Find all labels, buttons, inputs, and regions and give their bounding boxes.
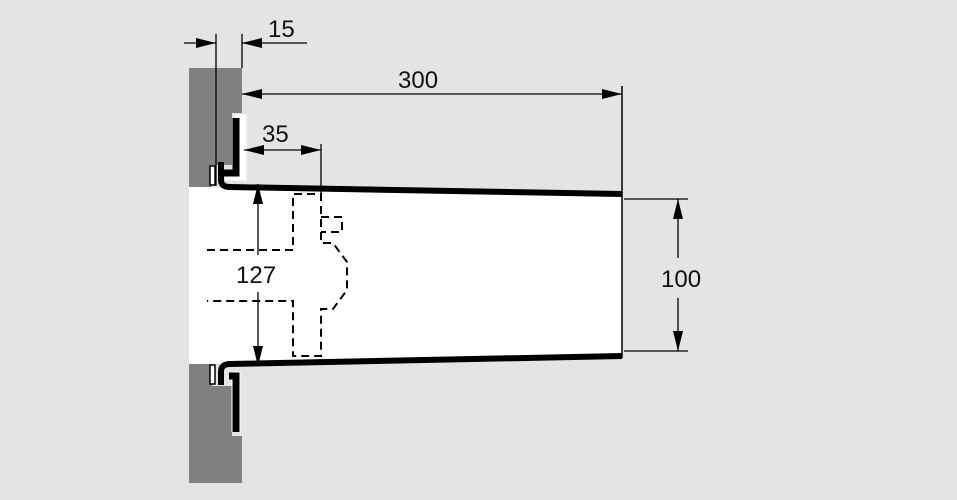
dimension-label-15: 15: [268, 16, 295, 43]
dimension-label-127: 127: [236, 262, 276, 289]
dimension-15: 15: [184, 16, 307, 186]
dimension-127: 127: [236, 184, 276, 366]
dimension-label-100: 100: [661, 266, 701, 293]
flange-bottom: [209, 353, 623, 432]
tube-interior: [189, 187, 622, 364]
dimension-label-35: 35: [262, 121, 289, 148]
dimension-35: 35: [244, 121, 322, 194]
speaker-outline: [207, 193, 348, 357]
wall-bottom: [189, 364, 242, 483]
flange-top: [209, 114, 623, 197]
dimension-100: 100: [624, 198, 701, 352]
dimension-label-300: 300: [398, 67, 438, 94]
dimension-300: 300: [242, 67, 622, 99]
